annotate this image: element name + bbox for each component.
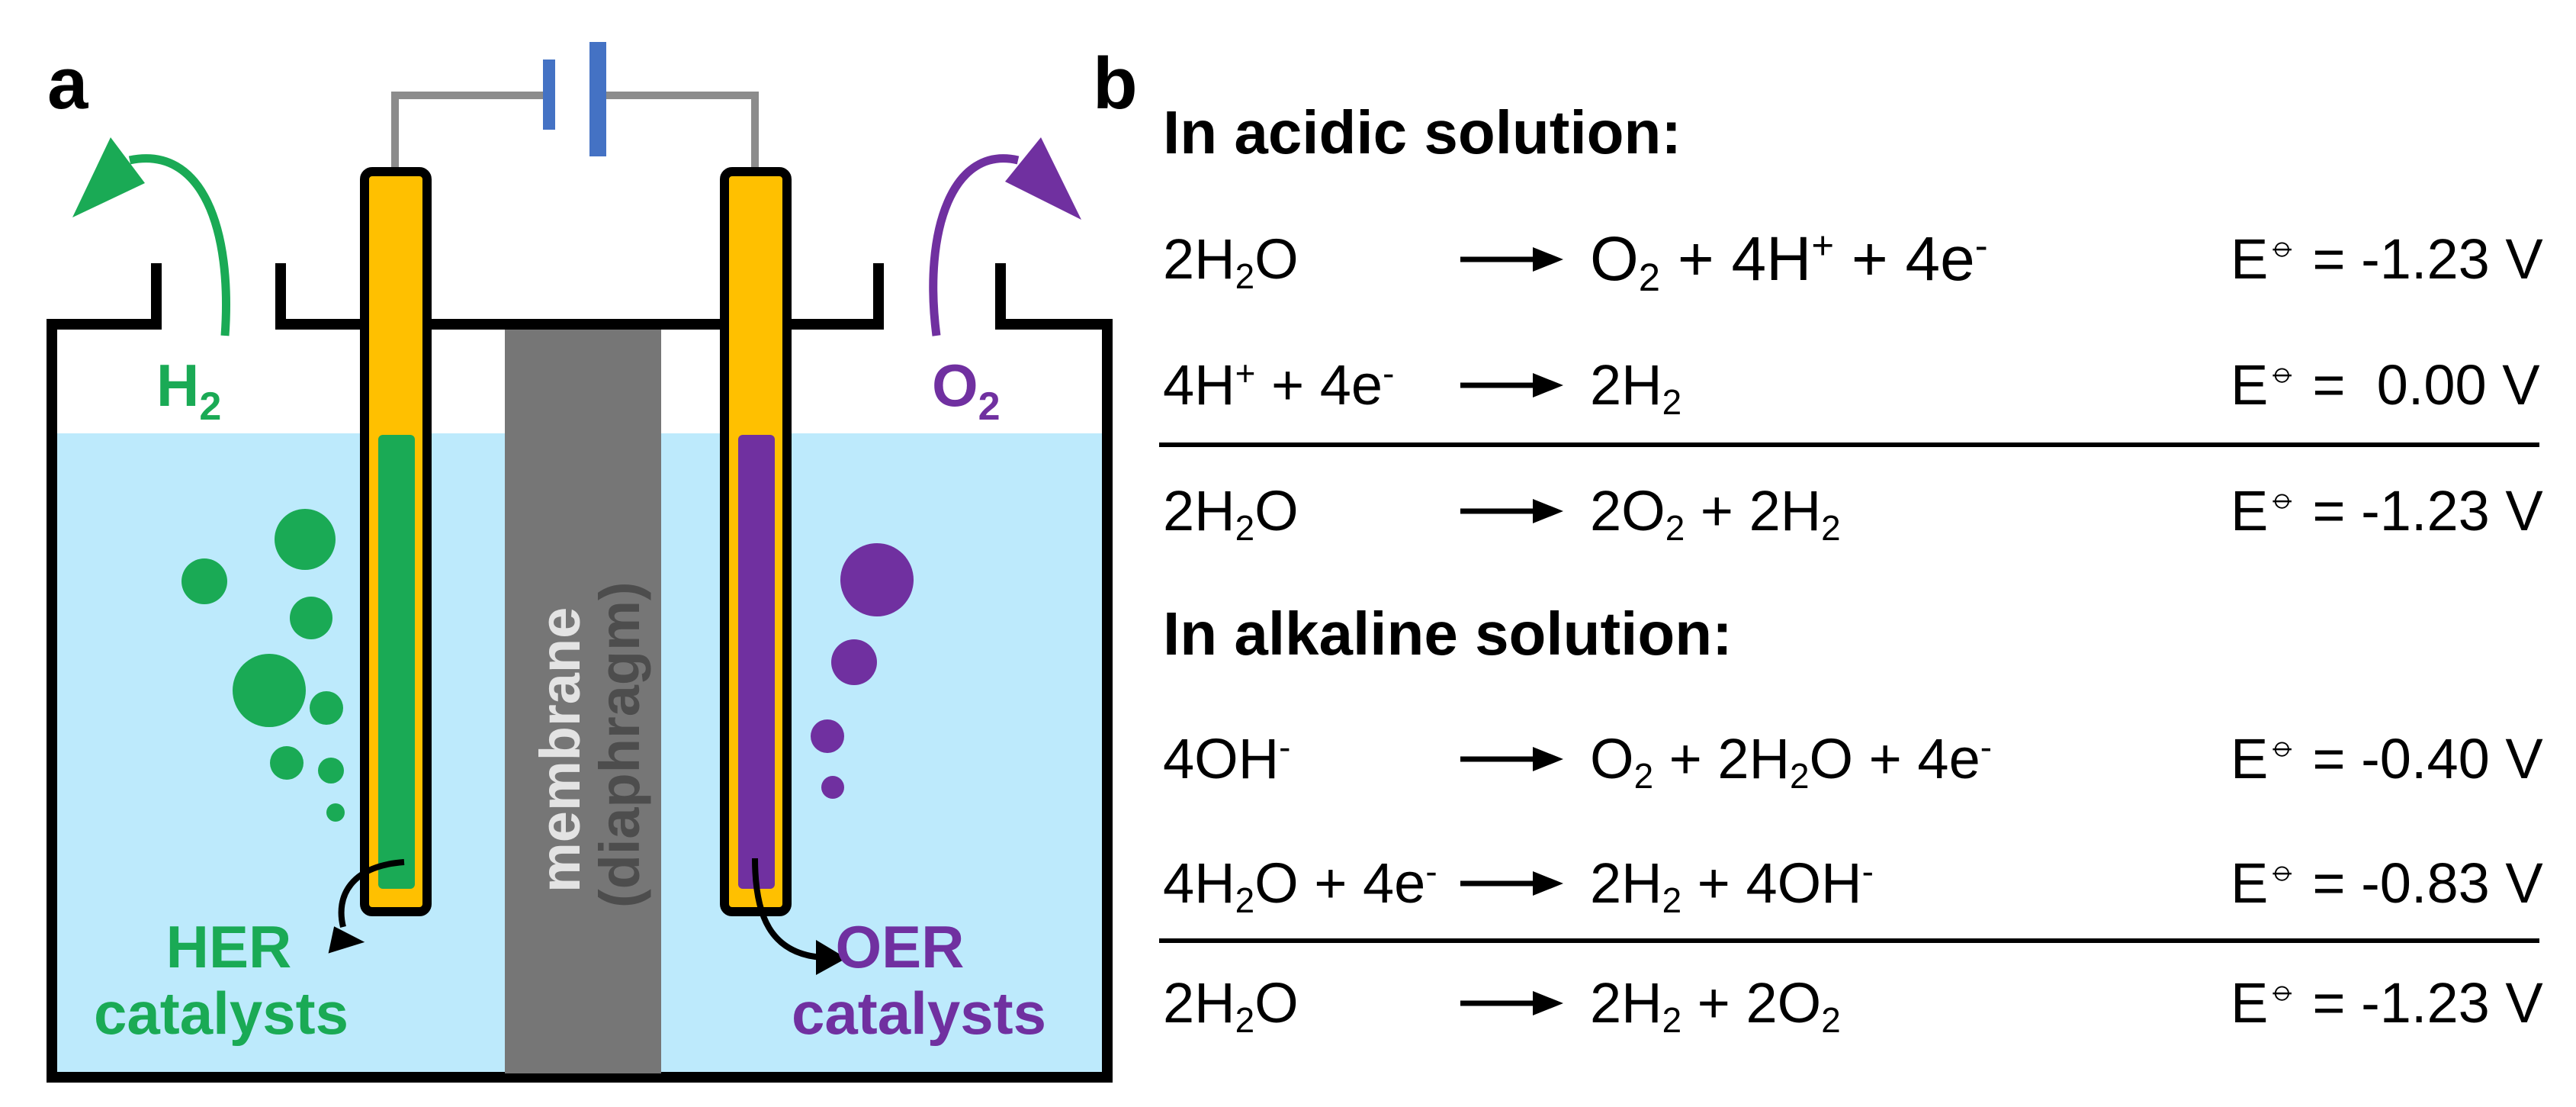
standard-potential: E⦵ = -1.23 V — [2231, 478, 2543, 542]
reaction-arrow — [1460, 871, 1563, 896]
standard-potential: E⦵ = -1.23 V — [2231, 970, 2543, 1035]
o2-arrowhead — [1005, 137, 1081, 220]
reactants: 2H2O — [1163, 227, 1299, 296]
alkaline-row-1: 4OH- O2 + 2H2O + 4e- E⦵ = -0.40 V — [1163, 721, 2543, 797]
reactants: 4H2O + 4e- — [1163, 851, 1437, 920]
reaction-equations: In acidic solution: 2H2O O2 + 4H+ + 4e- … — [1083, 0, 2576, 1107]
o2-arrow — [929, 154, 1020, 336]
alkaline-heading: In alkaline solution: — [1163, 600, 1733, 668]
oer-pointer-head — [816, 940, 846, 975]
reaction-arrow — [1460, 991, 1563, 1015]
oer-label: OER — [835, 913, 964, 980]
acidic-row-3: 2H2O 2O2 + 2H2 E⦵ = -1.23 V — [1163, 473, 2543, 549]
h2-label: H2 — [156, 352, 221, 429]
her-pointer — [338, 859, 405, 928]
her-pointer-head — [328, 926, 365, 954]
products: 2O2 + 2H2 — [1590, 479, 1841, 548]
reactants: 2H2O — [1163, 479, 1299, 548]
membrane-label: membrane — [528, 607, 592, 893]
reaction-arrow — [1460, 373, 1563, 397]
h2-arrow — [128, 154, 230, 336]
reaction-arrow — [1460, 747, 1563, 771]
acidic-row-1: 2H2O O2 + 4H+ + 4e- E⦵ = -1.23 V — [1163, 221, 2543, 300]
reactants: 2H2O — [1163, 971, 1299, 1040]
acidic-sum-rule — [1159, 442, 2539, 447]
products: O2 + 2H2O + 4e- — [1590, 726, 1993, 796]
h2-bubbles — [181, 509, 345, 822]
standard-potential: E⦵ = -0.40 V — [2231, 726, 2543, 790]
o2-bubbles — [811, 543, 914, 799]
wire-left — [391, 92, 549, 172]
standard-potential: E⦵ = -1.23 V — [2231, 227, 2543, 291]
acidic-row-2: 4H+ + 4e- 2H2 E⦵ = 0.00 V — [1163, 347, 2540, 423]
oer-catalysts-label: catalysts — [792, 980, 1046, 1047]
reactants: 4OH- — [1163, 726, 1291, 790]
reactants: 4H+ + 4e- — [1163, 352, 1395, 417]
container-lid — [275, 263, 884, 330]
standard-potential: E⦵ = 0.00 V — [2231, 352, 2540, 417]
oer-catalyst-layer — [738, 435, 775, 889]
container-outline — [47, 263, 1113, 1083]
products: 2H2 + 2O2 — [1590, 971, 1841, 1040]
her-catalysts-label: catalysts — [94, 980, 348, 1047]
diaphragm-label: (diaphragm) — [588, 581, 651, 908]
panel-a-letter: a — [47, 43, 88, 124]
wire-right — [602, 92, 759, 172]
reaction-arrow — [1460, 247, 1563, 272]
alkaline-row-2: 4H2O + 4e- 2H2 + 4OH- E⦵ = -0.83 V — [1163, 845, 2543, 922]
h2-arrowhead — [72, 137, 145, 217]
products: O2 + 4H+ + 4e- — [1590, 224, 1988, 300]
membrane — [505, 330, 661, 1073]
acidic-heading: In acidic solution: — [1163, 98, 1682, 166]
products: 2H2 — [1590, 353, 1682, 422]
battery-plate-long — [589, 42, 606, 156]
oer-pointer — [752, 858, 823, 961]
reaction-arrow — [1460, 499, 1563, 523]
her-label: HER — [166, 913, 292, 980]
electrolysis-cell-diagram: H2 O2 membrane (diaphragm) HER catalysts… — [47, 42, 1113, 1083]
her-catalyst-layer — [378, 435, 415, 889]
products: 2H2 + 4OH- — [1590, 851, 1874, 920]
alkaline-row-3: 2H2O 2H2 + 2O2 E⦵ = -1.23 V — [1163, 965, 2543, 1041]
alkaline-sum-rule — [1159, 938, 2539, 943]
panel-b-letter: b — [1093, 43, 1138, 124]
battery-plate-short — [543, 60, 555, 130]
standard-potential: E⦵ = -0.83 V — [2231, 851, 2543, 915]
o2-label: O2 — [932, 352, 1001, 429]
